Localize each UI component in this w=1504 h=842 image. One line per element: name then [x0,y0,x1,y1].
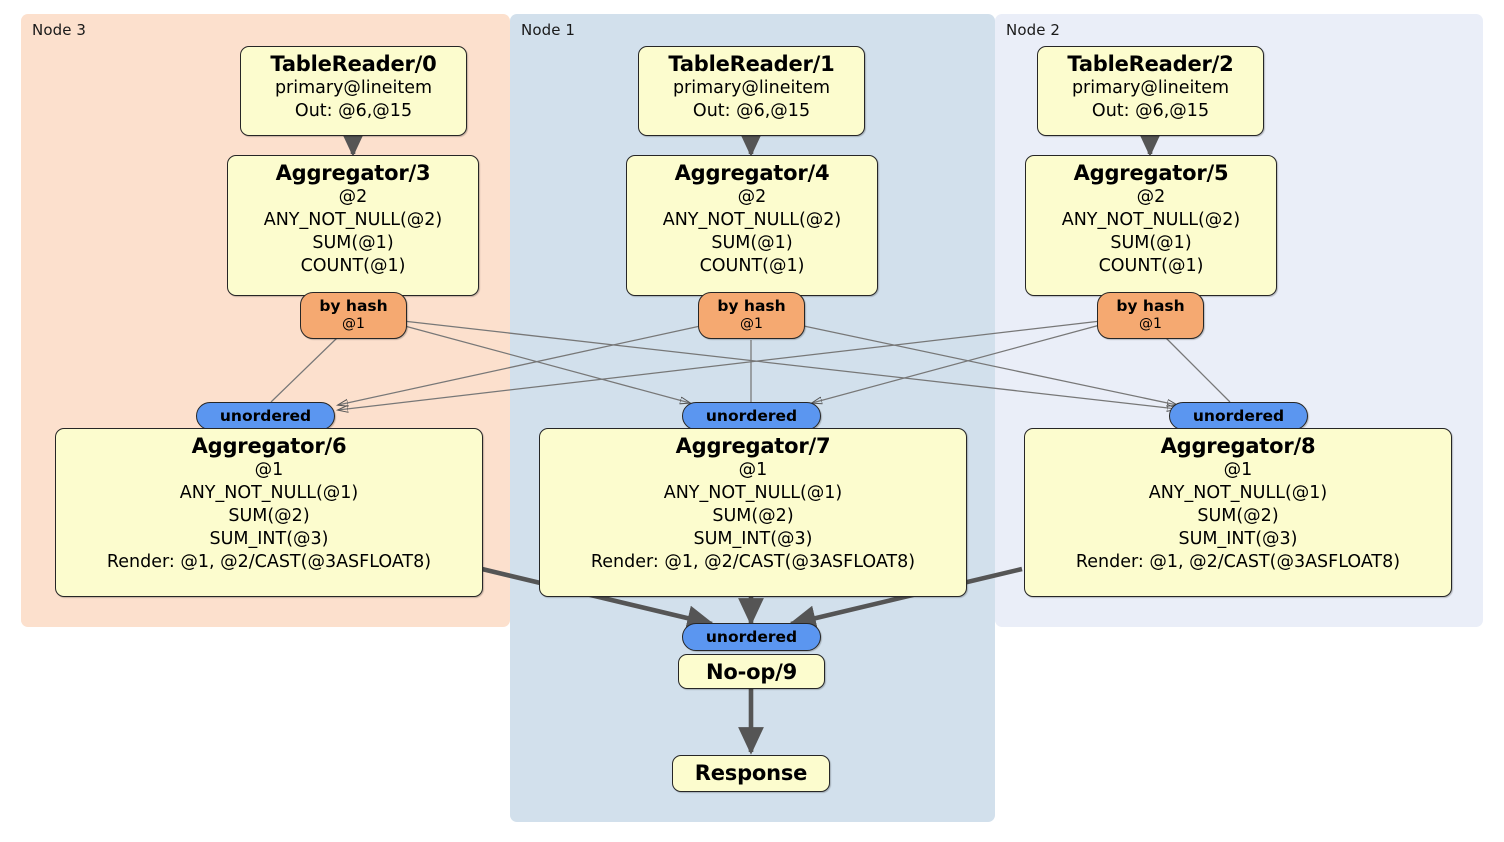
router-by-hash-node3[interactable]: by hash @1 [300,292,407,339]
processor-title: Response [694,761,808,785]
processor-line: ANY_NOT_NULL(@2) [1061,210,1241,230]
processor-line: ANY_NOT_NULL(@2) [662,210,842,230]
node-panel-label-node2: Node 2 [1006,21,1061,39]
processor-line: @1 [254,460,284,480]
processor-aggregator-6[interactable]: Aggregator/6 @1 ANY_NOT_NULL(@1) SUM(@2)… [55,428,483,597]
processor-line: primary@lineitem [1071,78,1230,98]
processor-line: @2 [1136,187,1166,207]
processor-tablereader-2[interactable]: TableReader/2 primary@lineitem Out: @6,@… [1037,46,1264,136]
processor-aggregator-8[interactable]: Aggregator/8 @1 ANY_NOT_NULL(@1) SUM(@2)… [1024,428,1452,597]
processor-title: Aggregator/6 [191,434,347,458]
processor-line: ANY_NOT_NULL(@1) [663,483,843,503]
processor-line: Out: @6,@15 [294,101,413,121]
processor-line: @1 [738,460,768,480]
processor-aggregator-5[interactable]: Aggregator/5 @2 ANY_NOT_NULL(@2) SUM(@1)… [1025,155,1277,296]
processor-title: Aggregator/5 [1073,161,1229,185]
processor-line: @2 [338,187,368,207]
synchronizer-unordered-node2[interactable]: unordered [1169,402,1308,430]
processor-line: SUM_INT(@3) [1178,529,1298,549]
synchronizer-unordered-final[interactable]: unordered [682,623,821,651]
router-label: by hash [717,297,786,315]
processor-tablereader-0[interactable]: TableReader/0 primary@lineitem Out: @6,@… [240,46,467,136]
synchronizer-unordered-node1[interactable]: unordered [682,402,821,430]
processor-line: SUM(@2) [1197,506,1279,526]
processor-line: SUM(@1) [312,233,394,253]
processor-line: @1 [1223,460,1253,480]
processor-line: COUNT(@1) [699,256,805,276]
router-detail: @1 [1139,316,1162,332]
processor-line: SUM(@2) [228,506,310,526]
processor-title: Aggregator/7 [675,434,831,458]
processor-line: SUM(@2) [712,506,794,526]
processor-line: Render: @1, @2/CAST(@3ASFLOAT8) [590,552,916,572]
processor-title: Aggregator/3 [275,161,431,185]
processor-line: @2 [737,187,767,207]
processor-tablereader-1[interactable]: TableReader/1 primary@lineitem Out: @6,@… [638,46,865,136]
processor-line: ANY_NOT_NULL(@1) [1148,483,1328,503]
processor-title: No-op/9 [705,660,798,684]
router-label: by hash [319,297,388,315]
processor-line: SUM_INT(@3) [693,529,813,549]
node-panel-label-node3: Node 3 [32,21,87,39]
processor-line: Render: @1, @2/CAST(@3ASFLOAT8) [1075,552,1401,572]
router-detail: @1 [740,316,763,332]
processor-line: COUNT(@1) [300,256,406,276]
processor-line: primary@lineitem [672,78,831,98]
synchronizer-label: unordered [219,406,312,425]
processor-line: SUM_INT(@3) [209,529,329,549]
processor-title: Aggregator/8 [1160,434,1316,458]
synchronizer-unordered-node3[interactable]: unordered [196,402,335,430]
synchronizer-label: unordered [1192,406,1285,425]
router-by-hash-node1[interactable]: by hash @1 [698,292,805,339]
processor-line: SUM(@1) [1110,233,1192,253]
processor-aggregator-3[interactable]: Aggregator/3 @2 ANY_NOT_NULL(@2) SUM(@1)… [227,155,479,296]
node-panel-label-node1: Node 1 [521,21,576,39]
processor-line: Out: @6,@15 [1091,101,1210,121]
synchronizer-label: unordered [705,627,798,646]
processor-line: Render: @1, @2/CAST(@3ASFLOAT8) [106,552,432,572]
processor-line: ANY_NOT_NULL(@1) [179,483,359,503]
processor-line: primary@lineitem [274,78,433,98]
router-by-hash-node2[interactable]: by hash @1 [1097,292,1204,339]
router-label: by hash [1116,297,1185,315]
processor-no-op-9[interactable]: No-op/9 [678,654,825,689]
processor-aggregator-4[interactable]: Aggregator/4 @2 ANY_NOT_NULL(@2) SUM(@1)… [626,155,878,296]
processor-aggregator-7[interactable]: Aggregator/7 @1 ANY_NOT_NULL(@1) SUM(@2)… [539,428,967,597]
processor-title: TableReader/0 [270,52,437,76]
processor-response[interactable]: Response [672,755,830,792]
router-detail: @1 [342,316,365,332]
processor-title: Aggregator/4 [674,161,830,185]
processor-title: TableReader/1 [668,52,835,76]
synchronizer-label: unordered [705,406,798,425]
processor-line: COUNT(@1) [1098,256,1204,276]
processor-line: SUM(@1) [711,233,793,253]
processor-title: TableReader/2 [1067,52,1234,76]
processor-line: Out: @6,@15 [692,101,811,121]
processor-line: ANY_NOT_NULL(@2) [263,210,443,230]
